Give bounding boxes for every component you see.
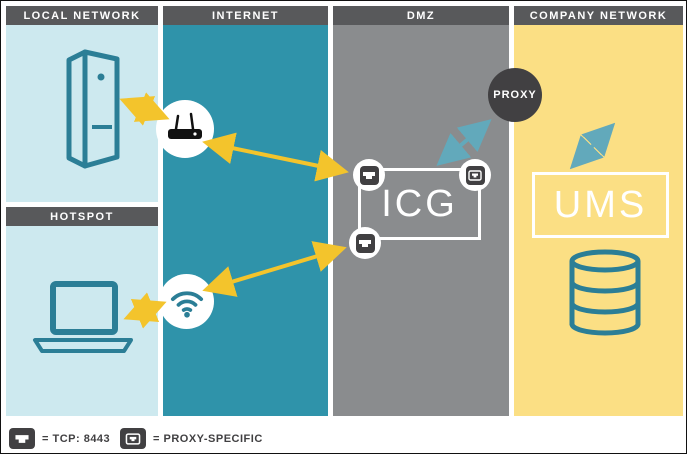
- panel-company-network: COMPANY NETWORK: [514, 6, 683, 416]
- panel-header-internet: INTERNET: [163, 6, 328, 25]
- proxy-label: PROXY: [493, 89, 537, 101]
- legend-tcp-port-icon: [9, 428, 35, 449]
- ethernet-port-tcp-icon: [349, 227, 381, 259]
- ethernet-port-proxy-icon: [459, 159, 491, 191]
- panel-body-internet: [163, 25, 328, 416]
- ethernet-port-tcp-icon: [353, 159, 385, 191]
- panel-header-local-network: LOCAL NETWORK: [6, 6, 158, 25]
- legend-proxy-port-icon: [120, 428, 146, 449]
- proxy-node: PROXY: [488, 68, 542, 122]
- router-badge: [156, 100, 214, 158]
- database-icon: [569, 249, 641, 336]
- desktop-pc-icon: [66, 49, 120, 169]
- ums-node: UMS: [532, 172, 669, 238]
- panel-header-company-network: COMPANY NETWORK: [514, 6, 683, 25]
- laptop-icon: [33, 281, 133, 353]
- panel-internet: INTERNET: [163, 6, 328, 416]
- legend-tcp-label: = TCP: 8443: [42, 432, 111, 445]
- ums-label: UMS: [553, 183, 648, 226]
- panel-header-dmz: DMZ: [333, 6, 509, 25]
- icg-node: ICG: [358, 168, 481, 240]
- panel-dmz: DMZ: [333, 6, 509, 416]
- router-icon: [168, 112, 202, 139]
- icg-label: ICG: [381, 182, 458, 225]
- panel-body-company-network: [514, 25, 683, 416]
- wifi-icon: [170, 290, 203, 318]
- wifi-badge: [159, 274, 214, 329]
- panel-header-hotspot: HOTSPOT: [6, 207, 158, 226]
- legend-proxy-specific-label: = PROXY-SPECIFIC: [153, 432, 263, 445]
